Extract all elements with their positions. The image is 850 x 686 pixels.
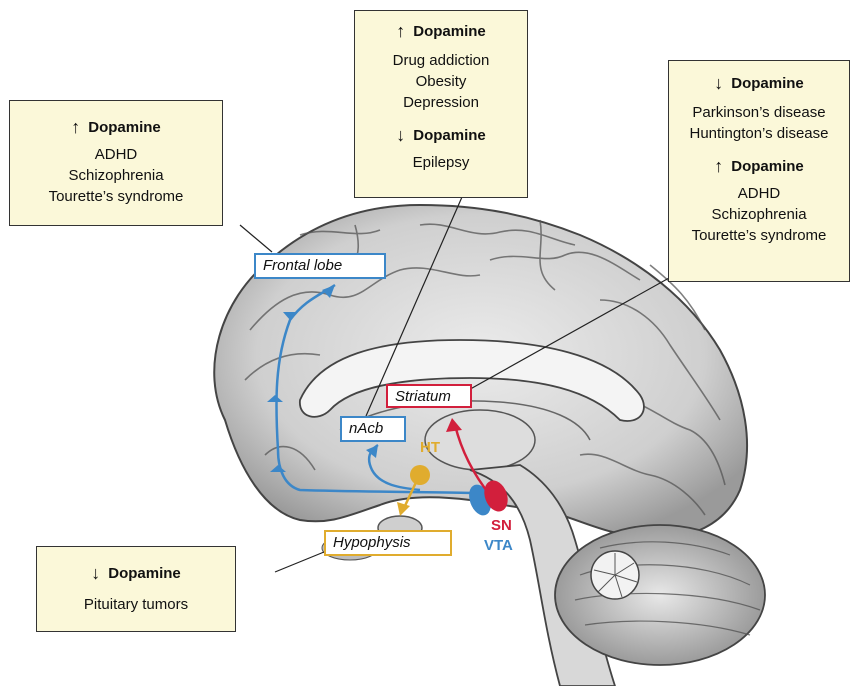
arrow-down-icon: ↓ xyxy=(714,73,723,94)
note-top-title-2: Dopamine xyxy=(413,127,486,144)
note-left-item: ADHD xyxy=(10,144,222,165)
label-nacb: nAcb xyxy=(340,416,406,442)
tag-ht: HT xyxy=(420,439,440,456)
note-right-item: Parkinson’s disease xyxy=(669,102,849,123)
note-bottom-item: Pituitary tumors xyxy=(37,594,235,615)
arrow-up-icon: ↑ xyxy=(71,117,80,138)
note-left-item: Tourette’s syndrome xyxy=(10,186,222,207)
tag-sn: SN xyxy=(491,517,512,534)
note-top-item: Epilepsy xyxy=(355,152,527,173)
note-top: ↑ Dopamine Drug addiction Obesity Depress… xyxy=(354,10,528,198)
note-top-item: Depression xyxy=(355,92,527,113)
note-right-item: Tourette’s syndrome xyxy=(669,225,849,246)
arrow-down-icon: ↓ xyxy=(396,125,405,146)
arrow-down-icon: ↓ xyxy=(91,563,100,584)
label-striatum: Striatum xyxy=(386,384,472,408)
note-right-title-2: Dopamine xyxy=(731,158,804,175)
arrow-up-icon: ↑ xyxy=(714,156,723,177)
note-top-item: Drug addiction xyxy=(355,50,527,71)
ht-nucleus xyxy=(410,465,430,485)
note-left-title: Dopamine xyxy=(88,119,161,136)
note-bottom: ↓ Dopamine Pituitary tumors xyxy=(36,546,236,632)
note-left: ↑ Dopamine ADHD Schizophrenia Tourette’s … xyxy=(9,100,223,226)
note-top-item: Obesity xyxy=(355,71,527,92)
note-right-item: Schizophrenia xyxy=(669,204,849,225)
note-bottom-title: Dopamine xyxy=(108,565,181,582)
tag-vta: VTA xyxy=(484,537,513,554)
note-right-item: ADHD xyxy=(669,183,849,204)
thalamus xyxy=(425,410,535,470)
note-right-title-1: Dopamine xyxy=(731,75,804,92)
note-right-item: Huntington’s disease xyxy=(669,123,849,144)
arrow-up-icon: ↑ xyxy=(396,21,405,42)
note-left-item: Schizophrenia xyxy=(10,165,222,186)
label-frontal-lobe: Frontal lobe xyxy=(254,253,386,279)
label-hypophysis: Hypophysis xyxy=(324,530,452,556)
note-top-title-1: Dopamine xyxy=(413,23,486,40)
note-right: ↓ Dopamine Parkinson’s disease Huntington… xyxy=(668,60,850,282)
cerebellum xyxy=(555,525,765,665)
